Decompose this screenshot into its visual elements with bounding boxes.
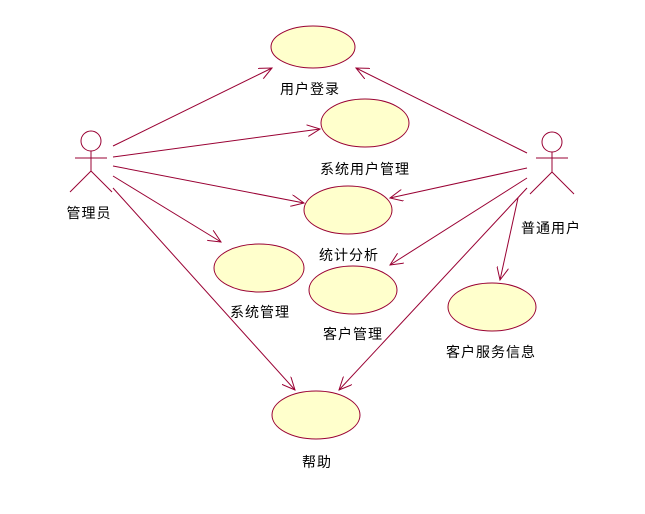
use-case-help[interactable] bbox=[271, 390, 361, 440]
use-case-customer-service-label: 客户服务信息 bbox=[446, 345, 536, 361]
use-case-sys-user-mgmt[interactable] bbox=[320, 98, 410, 148]
assoc-admin-sys-user-mgmt bbox=[112, 129, 320, 158]
actor-admin-label: 管理员 bbox=[66, 206, 112, 222]
use-case-sys-mgmt[interactable] bbox=[213, 243, 305, 293]
use-case-sys-user-mgmt-label: 系统用户管理 bbox=[320, 162, 410, 178]
use-case-stats[interactable] bbox=[303, 185, 393, 235]
assoc-user-stats bbox=[390, 167, 528, 198]
assoc-admin-sys-mgmt bbox=[112, 175, 221, 242]
use-case-help-label: 帮助 bbox=[302, 455, 332, 471]
use-case-customer-service[interactable] bbox=[447, 282, 537, 332]
assoc-user-login bbox=[356, 68, 528, 154]
assoc-user-help bbox=[339, 187, 528, 390]
actor-admin-figure[interactable] bbox=[69, 130, 113, 193]
use-case-customer-mgmt-label: 客户管理 bbox=[323, 327, 383, 343]
use-case-sys-mgmt-label: 系统管理 bbox=[230, 305, 290, 321]
assoc-admin-stats bbox=[112, 165, 304, 203]
assoc-admin-help bbox=[112, 187, 295, 390]
assoc-user-customer-service bbox=[500, 197, 519, 280]
actor-user-label: 普通用户 bbox=[521, 221, 581, 237]
use-case-customer-mgmt[interactable] bbox=[308, 265, 398, 315]
use-case-stats-label: 统计分析 bbox=[319, 248, 379, 264]
assoc-user-customer-mgmt bbox=[390, 177, 528, 265]
use-case-login[interactable] bbox=[270, 25, 356, 69]
use-case-login-label: 用户登录 bbox=[280, 82, 340, 98]
actor-user-figure[interactable] bbox=[529, 131, 575, 195]
assoc-admin-login bbox=[112, 68, 272, 147]
